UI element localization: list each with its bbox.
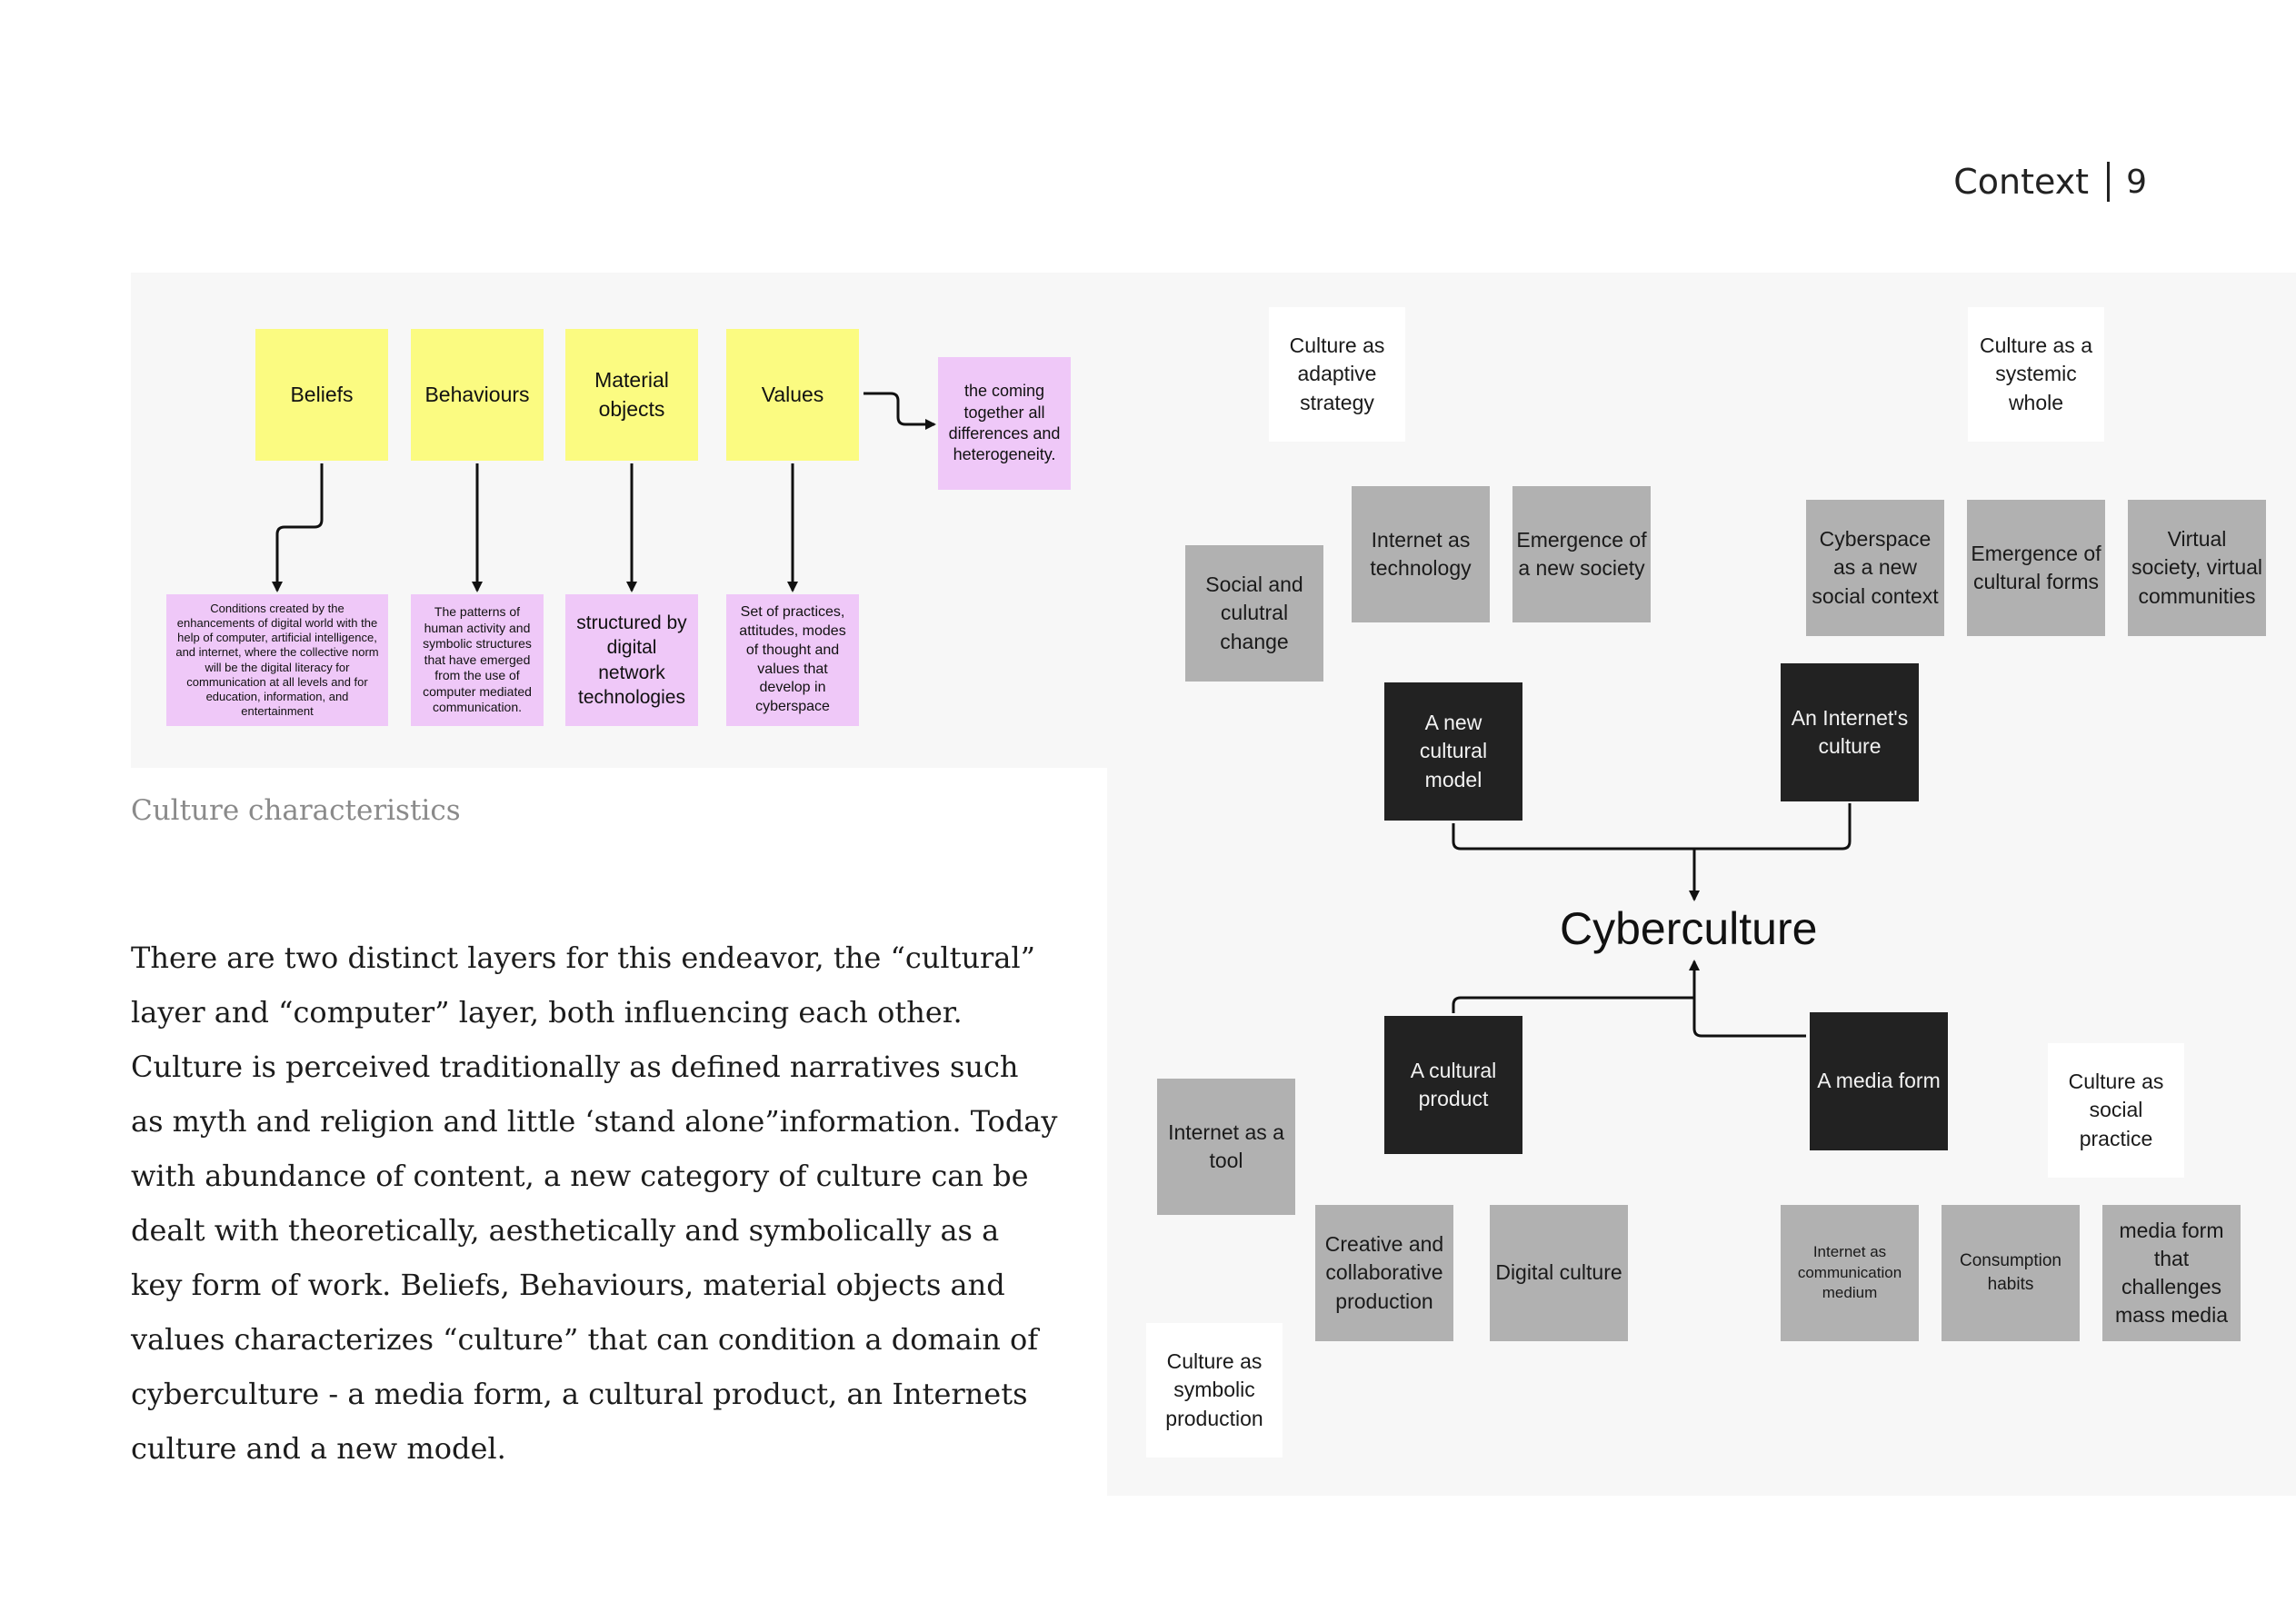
note-media-form: A media form: [1810, 1012, 1948, 1150]
note-social-change: Social and culutral change: [1185, 545, 1323, 682]
note-cultural-product: A cultural product: [1384, 1016, 1522, 1154]
note-digital-culture: Digital culture: [1490, 1205, 1628, 1341]
cyberculture-title: Cyberculture: [1560, 903, 1818, 954]
note-network-technologies: structured by digital network technologi…: [565, 594, 698, 726]
note-values: Values: [726, 329, 859, 461]
page-number: 9: [2126, 163, 2147, 201]
note-activity-patterns: The patterns of human activity and symbo…: [411, 594, 544, 726]
note-internet-culture: An Internet's culture: [1781, 663, 1919, 801]
note-material-objects: Material objects: [565, 329, 698, 461]
note-behaviours: Behaviours: [411, 329, 544, 461]
note-creative-production: Creative and collaborative production: [1315, 1205, 1453, 1341]
note-internet-technology: Internet as technology: [1352, 486, 1490, 622]
note-social-practice: Culture as social practice: [2048, 1043, 2184, 1178]
note-cyberspace-practices: Set of practices, attitudes, modes of th…: [726, 594, 859, 726]
body-paragraph: There are two distinct layers for this e…: [131, 940, 1058, 1466]
note-heterogeneity: the coming together all differences and …: [938, 357, 1071, 490]
note-symbolic-production: Culture as symbolic production: [1146, 1323, 1283, 1458]
section-title: Context: [1953, 162, 2090, 202]
note-new-society: Emergence of a new society: [1512, 486, 1651, 622]
note-consumption-habits: Consumption habits: [1942, 1205, 2080, 1341]
header-divider: [2107, 162, 2111, 202]
note-challenges-mass-media: media form that challenges mass media: [2102, 1205, 2241, 1341]
note-beliefs: Beliefs: [255, 329, 388, 461]
note-cultural-forms: Emergence of cultural forms: [1967, 500, 2105, 636]
note-virtual-communities: Virtual society, virtual communities: [2128, 500, 2266, 636]
page-header: Context 9: [1953, 162, 2147, 202]
note-digital-conditions: Conditions created by the enhancements o…: [166, 594, 388, 726]
note-internet-tool: Internet as a tool: [1157, 1079, 1295, 1215]
note-communication-medium: Internet as communication medium: [1781, 1205, 1919, 1341]
note-cyberspace-context: Cyberspace as a new social context: [1806, 500, 1944, 636]
note-systemic-whole: Culture as a systemic whole: [1968, 307, 2104, 442]
note-new-cultural-model: A new cultural model: [1384, 682, 1522, 821]
note-adaptive-strategy: Culture as adaptive strategy: [1269, 307, 1405, 442]
cyberculture-diagram: [1107, 273, 2296, 1496]
figure-caption: Culture characteristics: [131, 794, 461, 827]
